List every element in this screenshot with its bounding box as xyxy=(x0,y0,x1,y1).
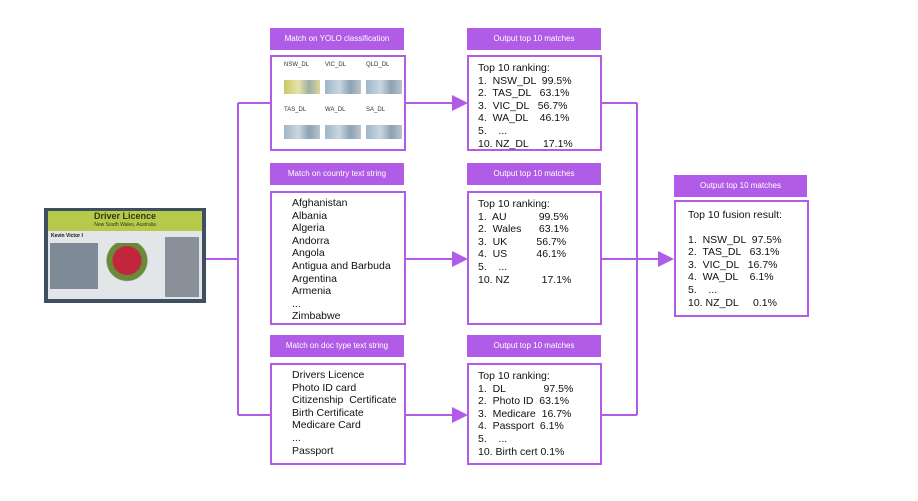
list-item: 3. VIC_DL 56.7% xyxy=(478,99,568,112)
thumbnail-image xyxy=(284,80,320,94)
thumbnail-image xyxy=(366,125,402,139)
yolo-output-box: Top 10 ranking: 1. NSW_DL 99.5%2. TAS_DL… xyxy=(467,55,602,151)
country-output-list: 1. AU 99.5%2. Wales 63.1%3. UK 56.7%4. U… xyxy=(478,211,600,287)
list-item: 1. DL 97.5% xyxy=(478,382,574,395)
list-item: 10. NZ_DL 17.1% xyxy=(478,137,573,150)
country-branch-header: Match on country text string xyxy=(270,163,404,185)
list-item: Photo ID card xyxy=(292,381,357,394)
photo-redacted xyxy=(165,237,199,297)
doctype-output-list: 1. DL 97.5%2. Photo ID 63.1%3. Medicare … xyxy=(478,383,600,459)
country-output-title: Top 10 ranking: xyxy=(478,198,550,210)
country-output-box: Top 10 ranking: 1. AU 99.5%2. Wales 63.1… xyxy=(467,191,602,325)
thumbnail-label: VIC_DL xyxy=(325,62,347,68)
list-item: 5. ... xyxy=(478,432,508,445)
list-item: Zimbabwe xyxy=(292,310,341,323)
list-item: 3. VIC_DL 16.7% xyxy=(688,258,778,271)
template-thumbnail: QLD_DL xyxy=(366,62,402,94)
thumbnail-image xyxy=(325,125,361,139)
card-header: Driver Licence New South Wales, Australi… xyxy=(48,211,202,231)
list-item: Afghanistan xyxy=(292,197,348,209)
doctype-branch-header: Match on doc type text string xyxy=(270,335,404,357)
list-item: 4. US 46.1% xyxy=(478,248,567,261)
yolo-output-title: Top 10 ranking: xyxy=(478,62,550,74)
list-item: Algeria xyxy=(292,222,325,235)
yolo-branch-header: Match on YOLO classification xyxy=(270,28,404,50)
list-item: ... xyxy=(292,297,301,310)
list-item: 2. Photo ID 63.1% xyxy=(478,395,570,408)
list-item: 2. Wales 63.1% xyxy=(478,223,569,236)
list-item: 5. ... xyxy=(478,124,508,137)
yolo-classification-box: NSW_DL VIC_DL QLD_DL TAS_DL WA_DL SA_DL xyxy=(270,55,406,151)
card-subtitle: New South Wales, Australia xyxy=(94,222,156,228)
thumbnail-image xyxy=(284,125,320,139)
list-item: 4. WA_DL 6.1% xyxy=(688,271,774,284)
list-item: Armenia xyxy=(292,285,332,298)
list-item: 5. ... xyxy=(478,260,508,273)
waratah-flower-image xyxy=(106,243,148,293)
list-item: 2. TAS_DL 63.1% xyxy=(688,246,780,259)
thumbnail-label: TAS_DL xyxy=(284,107,307,113)
thumbnail-image xyxy=(366,80,402,94)
list-item: 10. NZ 17.1% xyxy=(478,273,572,286)
fusion-title: Top 10 fusion result: xyxy=(688,209,782,221)
list-item: 2. TAS_DL 63.1% xyxy=(478,87,570,100)
yolo-output-list: 1. NSW_DL 99.5%2. TAS_DL 63.1%3. VIC_DL … xyxy=(478,75,600,151)
list-item: 1. NSW_DL 97.5% xyxy=(688,233,782,246)
list-item: 4. WA_DL 46.1% xyxy=(478,112,570,125)
thumbnail-label: SA_DL xyxy=(366,107,386,113)
card-holder-name: Kevin Victor I xyxy=(51,233,83,239)
list-item: Argentina xyxy=(292,272,337,285)
fusion-list: 1. NSW_DL 97.5%2. TAS_DL 63.1%3. VIC_DL … xyxy=(688,234,807,310)
list-item: Angola xyxy=(292,247,325,260)
country-output-header: Output top 10 matches xyxy=(467,163,601,185)
thumbnail-label: NSW_DL xyxy=(284,62,310,68)
thumbnail-label: WA_DL xyxy=(325,107,346,113)
template-thumbnail: TAS_DL xyxy=(284,107,320,139)
list-item: Antigua and Barbuda xyxy=(292,259,391,272)
list-item: 10. Birth cert 0.1% xyxy=(478,445,565,458)
list-item: Birth Certificate xyxy=(292,406,364,419)
thumbnail-label: QLD_DL xyxy=(366,62,390,68)
template-thumbnail: WA_DL xyxy=(325,107,361,139)
doctype-output-title: Top 10 ranking: xyxy=(478,370,550,382)
list-item: 1. AU 99.5% xyxy=(478,210,569,223)
list-item: ... xyxy=(292,431,301,444)
list-item: Andorra xyxy=(292,234,330,247)
list-item: 10. NZ_DL 0.1% xyxy=(688,296,777,309)
list-item: Albania xyxy=(292,209,328,222)
card-title: Driver Licence xyxy=(93,211,157,221)
list-item: Passport xyxy=(292,444,334,457)
list-item: Medicare Card xyxy=(292,419,361,432)
template-thumbnail: SA_DL xyxy=(366,107,402,139)
fusion-result-box: Top 10 fusion result: 1. NSW_DL 97.5%2. … xyxy=(674,200,809,317)
list-item: Citizenship Certificate xyxy=(292,394,397,407)
template-thumbnail: VIC_DL xyxy=(325,62,361,94)
list-item: 3. Medicare 16.7% xyxy=(478,407,572,420)
redacted-block xyxy=(50,243,98,289)
card-body: Kevin Victor I xyxy=(48,231,202,299)
list-item: 3. UK 56.7% xyxy=(478,235,567,248)
list-item: Drivers Licence xyxy=(292,369,365,381)
thumbnail-image xyxy=(325,80,361,94)
input-licence-image: Driver Licence New South Wales, Australi… xyxy=(44,208,206,303)
list-item: 1. NSW_DL 99.5% xyxy=(478,74,572,87)
doctype-output-header: Output top 10 matches xyxy=(467,335,601,357)
doctype-output-box: Top 10 ranking: 1. DL 97.5%2. Photo ID 6… xyxy=(467,363,602,465)
list-item: 5. ... xyxy=(688,283,718,296)
yolo-output-header: Output top 10 matches xyxy=(467,28,601,50)
template-thumbnail: NSW_DL xyxy=(284,62,320,94)
list-item: 4. Passport 6.1% xyxy=(478,420,564,433)
fusion-header: Output top 10 matches xyxy=(674,175,807,197)
